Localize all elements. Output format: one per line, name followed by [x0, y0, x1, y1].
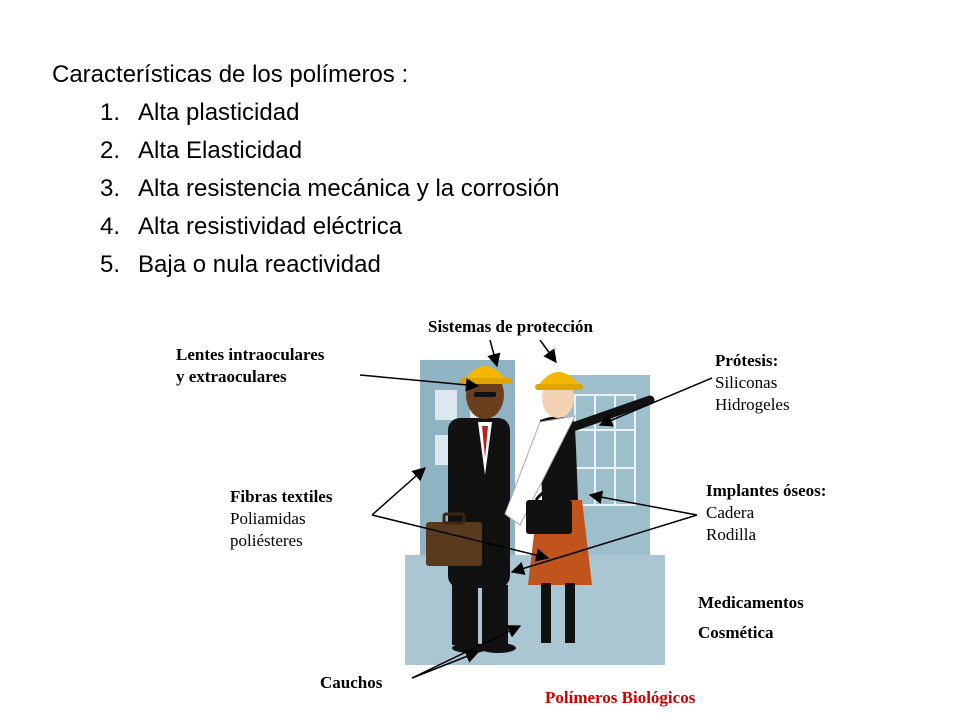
list-number: 1.: [100, 99, 121, 126]
list-item: 5. Baja o nula reactividad: [100, 246, 912, 284]
slide-title: Características de los polímeros :: [52, 61, 409, 88]
label-implantes-item1: Cadera: [706, 503, 755, 522]
list-text: Alta resistencia mecánica y la corrosión: [138, 175, 560, 202]
label-lentes-line2: y extraoculares: [176, 367, 287, 386]
list-number: 4.: [100, 213, 121, 240]
label-medicamentos: Medicamentos: [698, 593, 804, 612]
list-number: 5.: [100, 251, 121, 278]
list-item: 3. Alta resistencia mecánica y la corrosi…: [100, 170, 912, 208]
label-implantes-item2: Rodilla: [706, 525, 757, 544]
label-protesis-item1: Siliconas: [715, 373, 778, 392]
label-protesis: Prótesis: Siliconas Hidrogeles: [715, 350, 790, 416]
label-protesis-title: Prótesis:: [715, 351, 779, 370]
label-implantes-title: Implantes óseos:: [706, 481, 827, 500]
list-item: 1. Alta plasticidad: [100, 94, 912, 132]
illustration: Sistemas de protección Lentes intraocula…: [0, 300, 960, 720]
text-block: Características de los polímeros : 1. Alt…: [52, 56, 912, 284]
illustration-art: [359, 339, 713, 679]
label-protesis-item2: Hidrogeles: [715, 395, 790, 414]
label-lentes-line1: Lentes intraoculares: [176, 345, 325, 364]
list-number: 2.: [100, 137, 121, 164]
label-lentes: Lentes intraoculares y extraoculares: [176, 344, 324, 388]
label-fibras: Fibras textiles Poliamidas poliésteres: [230, 486, 332, 552]
list-text: Alta Elasticidad: [138, 137, 303, 164]
label-polimeros-biologicos: Polímeros Biológicos: [545, 688, 696, 707]
label-cauchos: Cauchos: [320, 673, 383, 692]
label-fibras-item2: poliésteres: [230, 531, 303, 550]
man-figure: [448, 371, 516, 653]
handbag-icon: [526, 489, 572, 534]
list-text: Alta resistividad eléctrica: [138, 213, 403, 240]
features-list: 1. Alta plasticidad 2. Alta Elasticidad 3.…: [52, 94, 912, 284]
label-cosmetica: Cosmética: [698, 623, 774, 642]
list-item: 4. Alta resistividad eléctrica: [100, 208, 912, 246]
list-text: Baja o nula reactividad: [138, 251, 381, 278]
list-text: Alta plasticidad: [138, 99, 300, 126]
label-implantes: Implantes óseos: Cadera Rodilla: [706, 480, 826, 546]
list-number: 3.: [100, 175, 121, 202]
hardhat-icon: [535, 372, 583, 390]
label-sistemas-proteccion: Sistemas de protección: [428, 317, 593, 336]
label-fibras-item1: Poliamidas: [230, 509, 306, 528]
label-fibras-title: Fibras textiles: [230, 487, 333, 506]
label-arrows: [359, 339, 713, 679]
list-item: 2. Alta Elasticidad: [100, 132, 912, 170]
briefcase-icon: [426, 512, 482, 566]
